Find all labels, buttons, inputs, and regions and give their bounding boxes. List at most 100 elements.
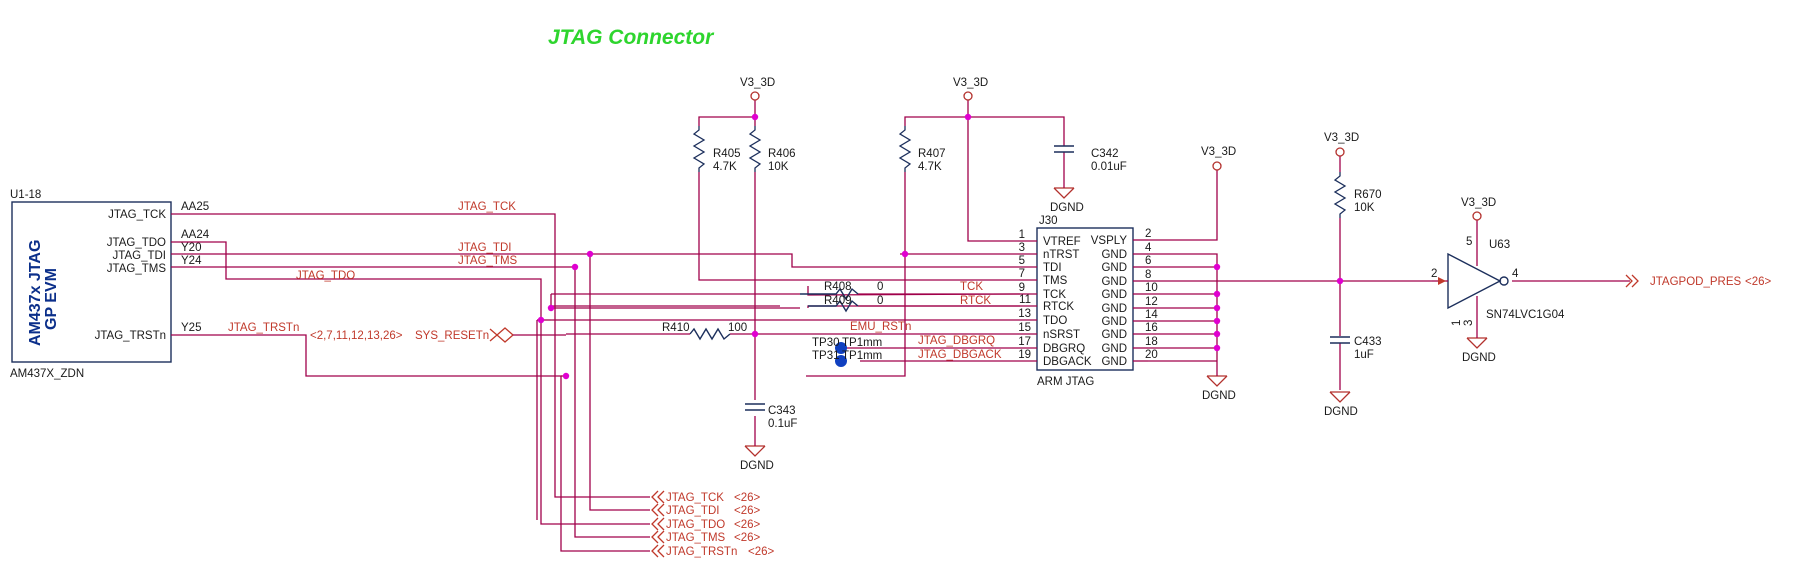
u1-pin-jtag-trstn: JTAG_TRSTn <box>95 330 166 342</box>
j30-pin-20: 20 <box>1145 349 1158 361</box>
c342-ref: C342 <box>1091 148 1119 160</box>
r409-val: 0 <box>877 295 883 307</box>
u63-pin-gnd-a: 1 <box>1451 320 1463 326</box>
u1-processor-block: U1-18 AM437X_ZDN AM437x JTAG GP EVM JTAG… <box>10 189 210 380</box>
c342-val: 0.01uF <box>1091 161 1127 173</box>
j30-name-gnd-4: GND <box>1101 249 1127 261</box>
v3-3d-label-2: V3_3D <box>953 77 988 89</box>
r407-val: 4.7K <box>918 161 942 173</box>
net-jtag-tck <box>171 213 650 498</box>
j30-name-dbgack: DBGACK <box>1043 356 1092 368</box>
dgnd-label-4: DGND <box>1324 406 1358 418</box>
offpage-ref-tdo: <26> <box>734 519 761 531</box>
net-jtag-tms <box>171 266 650 538</box>
j30-name-tck: TCK <box>1043 289 1066 301</box>
tp30-ref: TP30 <box>812 337 840 349</box>
v3-3d-symbol-r405 <box>750 91 760 101</box>
j30-name-rtck: RTCK <box>1043 301 1074 313</box>
sheet-title: JTAG Connector <box>548 26 715 49</box>
net-labels: JTAG_TCK JTAG_TDI JTAG_TMS JTAG_TDO JTAG… <box>228 201 1002 361</box>
offpage-ref-tdi: <26> <box>734 505 761 517</box>
tp30-val: TP1mm <box>842 337 882 349</box>
j30-name-nsrst: nSRST <box>1043 329 1080 341</box>
j30-pin-16: 16 <box>1145 322 1158 334</box>
u1-ref: U1-18 <box>10 189 41 201</box>
j30-name-gnd-16: GND <box>1101 329 1127 341</box>
j30-ref: J30 <box>1039 215 1058 227</box>
j30-name-gnd-10: GND <box>1101 289 1127 301</box>
r406-val: 10K <box>768 161 789 173</box>
r409-ref: R409 <box>824 295 852 307</box>
j30-pin-13: 13 <box>1018 308 1031 320</box>
v3-3d-label-5: V3_3D <box>1461 197 1496 209</box>
j30-pin-9: 9 <box>1019 282 1025 294</box>
capacitor-c433 <box>1329 336 1351 344</box>
r408-val: 0 <box>877 281 883 293</box>
u63-buffer: U63 SN74LVC1G04 5 2 4 1 3 <box>1431 236 1565 326</box>
offpage-jtag-tdo: JTAG_TDO <box>666 519 725 531</box>
r410-ref: R410 <box>662 322 690 334</box>
v3-3d-symbol-j30 <box>963 91 973 101</box>
testpoint-tp30 <box>835 342 847 354</box>
u1-ball-aa25: AA25 <box>181 201 209 213</box>
c433-ref: C433 <box>1354 336 1382 348</box>
passives: R405 4.7K R406 10K R407 4.7K R670 10K R4… <box>566 125 1382 430</box>
v3-3d-label-4: V3_3D <box>1324 132 1359 144</box>
testpoint-tp31 <box>835 355 847 367</box>
j30-name: ARM JTAG <box>1037 376 1094 388</box>
u1-pin-jtag-tck: JTAG_TCK <box>108 209 166 221</box>
label-jtag-dbgrq: JTAG_DBGRQ <box>918 335 995 347</box>
j30-pin-7: 7 <box>1019 268 1025 280</box>
resistor-r410 <box>689 327 731 341</box>
u1-body <box>11 201 172 363</box>
resistor-r408 <box>800 287 859 301</box>
r406-ref: R406 <box>768 148 796 160</box>
j30-pin-10: 10 <box>1145 282 1158 294</box>
j30-name-gnd-14: GND <box>1101 316 1127 328</box>
j30-name-tms: TMS <box>1043 275 1068 287</box>
c433-val: 1uF <box>1354 349 1374 361</box>
sys-reset-port-symbol <box>496 327 514 343</box>
jtagpod-pres-port: JTAGPOD_PRES <26> <box>1625 274 1772 288</box>
j30-name-gnd-20: GND <box>1101 356 1127 368</box>
u63-pin-gnd-b: 3 <box>1463 320 1475 326</box>
c343-val: 0.1uF <box>768 418 797 430</box>
dgnd-label-5: DGND <box>1462 352 1496 364</box>
offpage-ref-tms: <26> <box>734 532 761 544</box>
offpage-ref-tck: <26> <box>734 492 761 504</box>
u1-pin-jtag-tms: JTAG_TMS <box>107 263 167 275</box>
j30-pin-4: 4 <box>1145 242 1152 254</box>
label-sys-resetn: SYS_RESETn <box>415 330 489 342</box>
r407-ref: R407 <box>918 148 946 160</box>
j30-body <box>1036 227 1134 371</box>
offpage-connectors: JTAG_TCK JTAG_TDI JTAG_TDO JTAG_TMS JTAG… <box>651 490 775 558</box>
u1-ball-y24: Y24 <box>181 255 202 267</box>
j30-pin-1: 1 <box>1019 229 1025 241</box>
j30-pin-5: 5 <box>1019 255 1025 267</box>
dgnd-label-2: DGND <box>740 460 774 472</box>
r670-val: 10K <box>1354 202 1375 214</box>
j30-name-tdo: TDO <box>1043 315 1067 327</box>
j30-pin-17: 17 <box>1018 336 1031 348</box>
resistor-r405 <box>693 125 705 173</box>
capacitor-c343 <box>744 403 766 411</box>
u63-pin-vcc: 5 <box>1466 236 1472 248</box>
tp31-ref: TP31 <box>812 350 840 362</box>
v3-3d-symbol-r670 <box>1335 147 1345 157</box>
net-vtref <box>967 117 1020 242</box>
nets <box>171 100 1630 552</box>
c343-ref: C343 <box>768 405 796 417</box>
label-jtag-dbgack: JTAG_DBGACK <box>918 349 1002 361</box>
dgnd-label-1: DGND <box>1050 202 1084 214</box>
dgnd-symbol-u63 <box>1466 337 1488 349</box>
resistor-r409 <box>808 299 859 313</box>
u1-ball-aa24: AA24 <box>181 229 210 241</box>
j30-name-vsply: VSPLY <box>1091 235 1128 247</box>
net-jtag-tdo <box>171 241 650 525</box>
junctions <box>537 113 1344 380</box>
j30-name-tdi: TDI <box>1043 262 1062 274</box>
u63-pin-out: 4 <box>1512 268 1519 280</box>
j30-pin-6: 6 <box>1145 255 1151 267</box>
u1-ball-y25: Y25 <box>181 322 201 334</box>
